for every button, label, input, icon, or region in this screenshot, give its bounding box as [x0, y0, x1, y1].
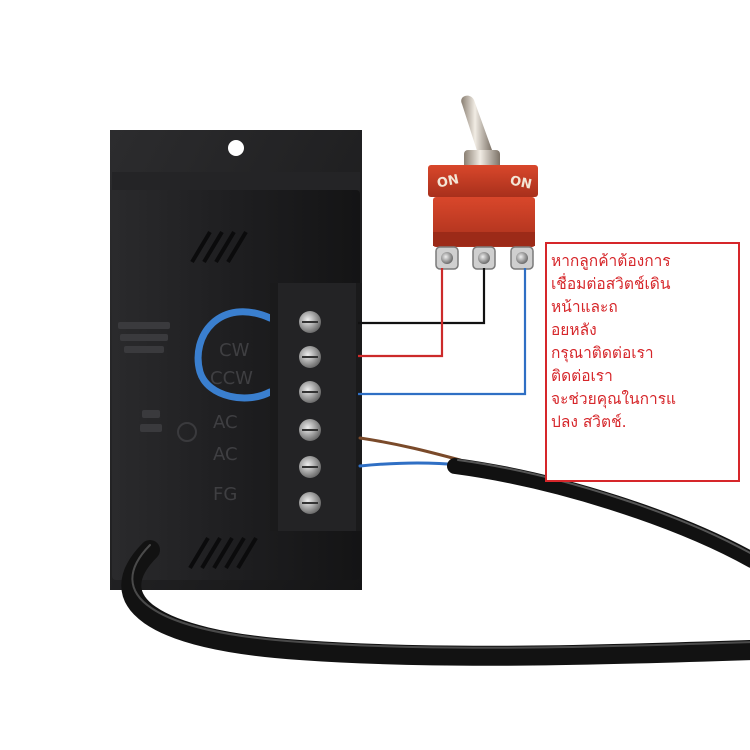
embossed-markings [118, 322, 197, 442]
note-line-3: หน้าและถ [551, 298, 618, 316]
switch-marking-right: ON [509, 173, 534, 192]
switch-wiring [358, 268, 527, 396]
terminal-screws [299, 311, 321, 514]
bottom-cable [121, 540, 750, 666]
label-cw: CW [219, 340, 250, 361]
terminal-block [270, 283, 362, 531]
terminal-screw-6 [299, 492, 321, 514]
blue-wire [358, 268, 527, 396]
note-line-7: จะช่วยคุณในการแ [551, 390, 677, 408]
red-wire [358, 268, 444, 358]
vent-slots-bottom [188, 536, 258, 570]
terminal-screw-4 [299, 419, 321, 441]
blue-jumper-wire [194, 308, 274, 402]
toggle-switch: ON ON [428, 95, 538, 270]
terminal-screw-3 [299, 381, 321, 403]
label-ccw: CCW [210, 368, 253, 389]
note-line-1: หากลูกค้าต้องการ [551, 252, 671, 270]
black-wire [358, 268, 486, 325]
toggle-lever-icon [461, 95, 492, 154]
terminal-screw-2 [299, 346, 321, 368]
note-line-4: อยหลัง [551, 321, 597, 339]
power-cord [358, 436, 750, 568]
switch-marking-left: ON [436, 172, 461, 191]
label-ac-2: AC [213, 444, 238, 465]
note-line-8: ปลง สวิตช์. [551, 413, 627, 431]
note-line-6: ติดต่อเรา [551, 367, 613, 385]
instruction-note: หากลูกค้าต้องการ เชื่อมต่อสวิตช์เดิน หน้… [545, 242, 740, 482]
switch-top-plate [428, 165, 538, 197]
label-ac-1: AC [213, 412, 238, 433]
note-line-2: เชื่อมต่อสวิตช์เดิน [551, 275, 671, 293]
controller-body: CW CCW AC AC FG [112, 172, 362, 580]
note-line-5: กรุณาติดต่อเรา [551, 344, 654, 362]
mounting-hole [228, 140, 244, 156]
vent-slots-top [190, 230, 248, 264]
label-fg: FG [213, 484, 237, 505]
terminal-screw-1 [299, 311, 321, 333]
terminal-screw-5 [299, 456, 321, 478]
